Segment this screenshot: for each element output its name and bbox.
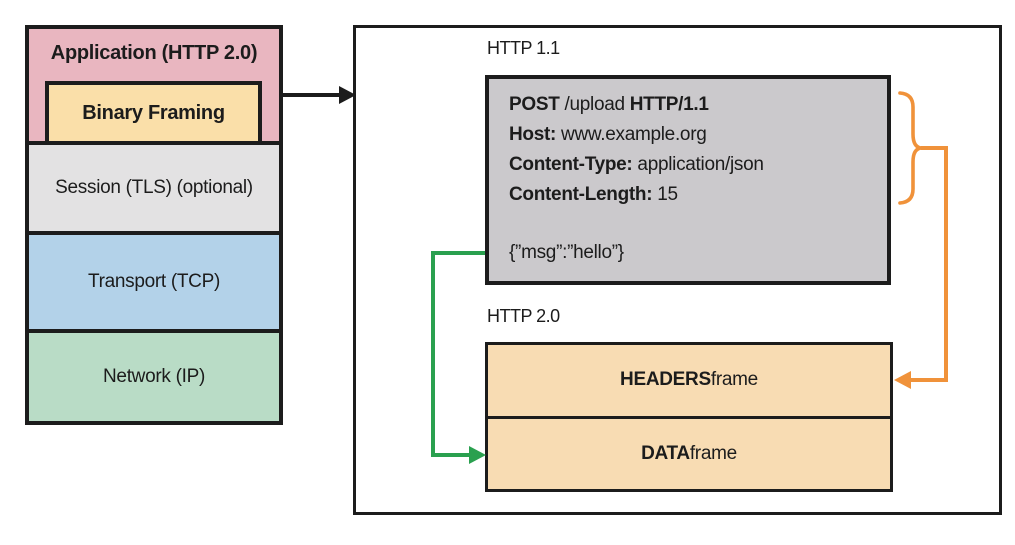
binary-framing-label: Binary Framing [82, 101, 225, 124]
transport-label: Transport (TCP) [87, 271, 221, 292]
header-content-type: Content-Type: application/json [509, 150, 887, 180]
header-content-length: Content-Length: 15 [509, 180, 887, 210]
session-label: Session (TLS) (optional) [55, 177, 253, 198]
headers-frame-row: HEADERS frame [488, 345, 890, 419]
headers-frame-name: HEADERS [620, 369, 711, 391]
layer-session: Session (TLS) (optional) [25, 141, 283, 235]
header-content-type-name: Content-Type: [509, 154, 633, 175]
data-frame-row: DATA frame [488, 419, 890, 490]
header-host-name: Host: [509, 124, 557, 145]
request-method: POST [509, 94, 560, 115]
request-line: POST /upload HTTP/1.1 [509, 90, 887, 120]
request-version: HTTP/1.1 [629, 94, 709, 115]
layer-transport: Transport (TCP) [25, 231, 283, 333]
http20-section-label: HTTP 2.0 [487, 306, 560, 326]
network-label: Network (IP) [103, 366, 205, 387]
layer-network: Network (IP) [25, 329, 283, 425]
header-content-type-value: application/json [632, 154, 764, 175]
request-path: /upload [559, 94, 630, 115]
layer-application: Application (HTTP 2.0) Binary Framing [25, 25, 283, 145]
header-content-length-name: Content-Length: [509, 184, 653, 205]
header-host-value: www.example.org [556, 124, 707, 145]
binary-framing-box: Binary Framing [45, 81, 262, 145]
data-frame-name: DATA [641, 442, 690, 464]
header-host: Host: www.example.org [509, 120, 887, 150]
header-content-length-value: 15 [652, 184, 678, 205]
http11-section-label: HTTP 1.1 [487, 38, 560, 58]
application-label: Application (HTTP 2.0) [50, 42, 258, 64]
data-frame-suffix: frame [689, 442, 737, 464]
http20-frames-box: HEADERS frame DATA frame [485, 342, 893, 492]
http11-request-box: POST /upload HTTP/1.1 Host: www.example.… [485, 75, 891, 285]
request-body: {”msg”:”hello”} [509, 242, 624, 263]
headers-frame-suffix: frame [710, 369, 758, 391]
